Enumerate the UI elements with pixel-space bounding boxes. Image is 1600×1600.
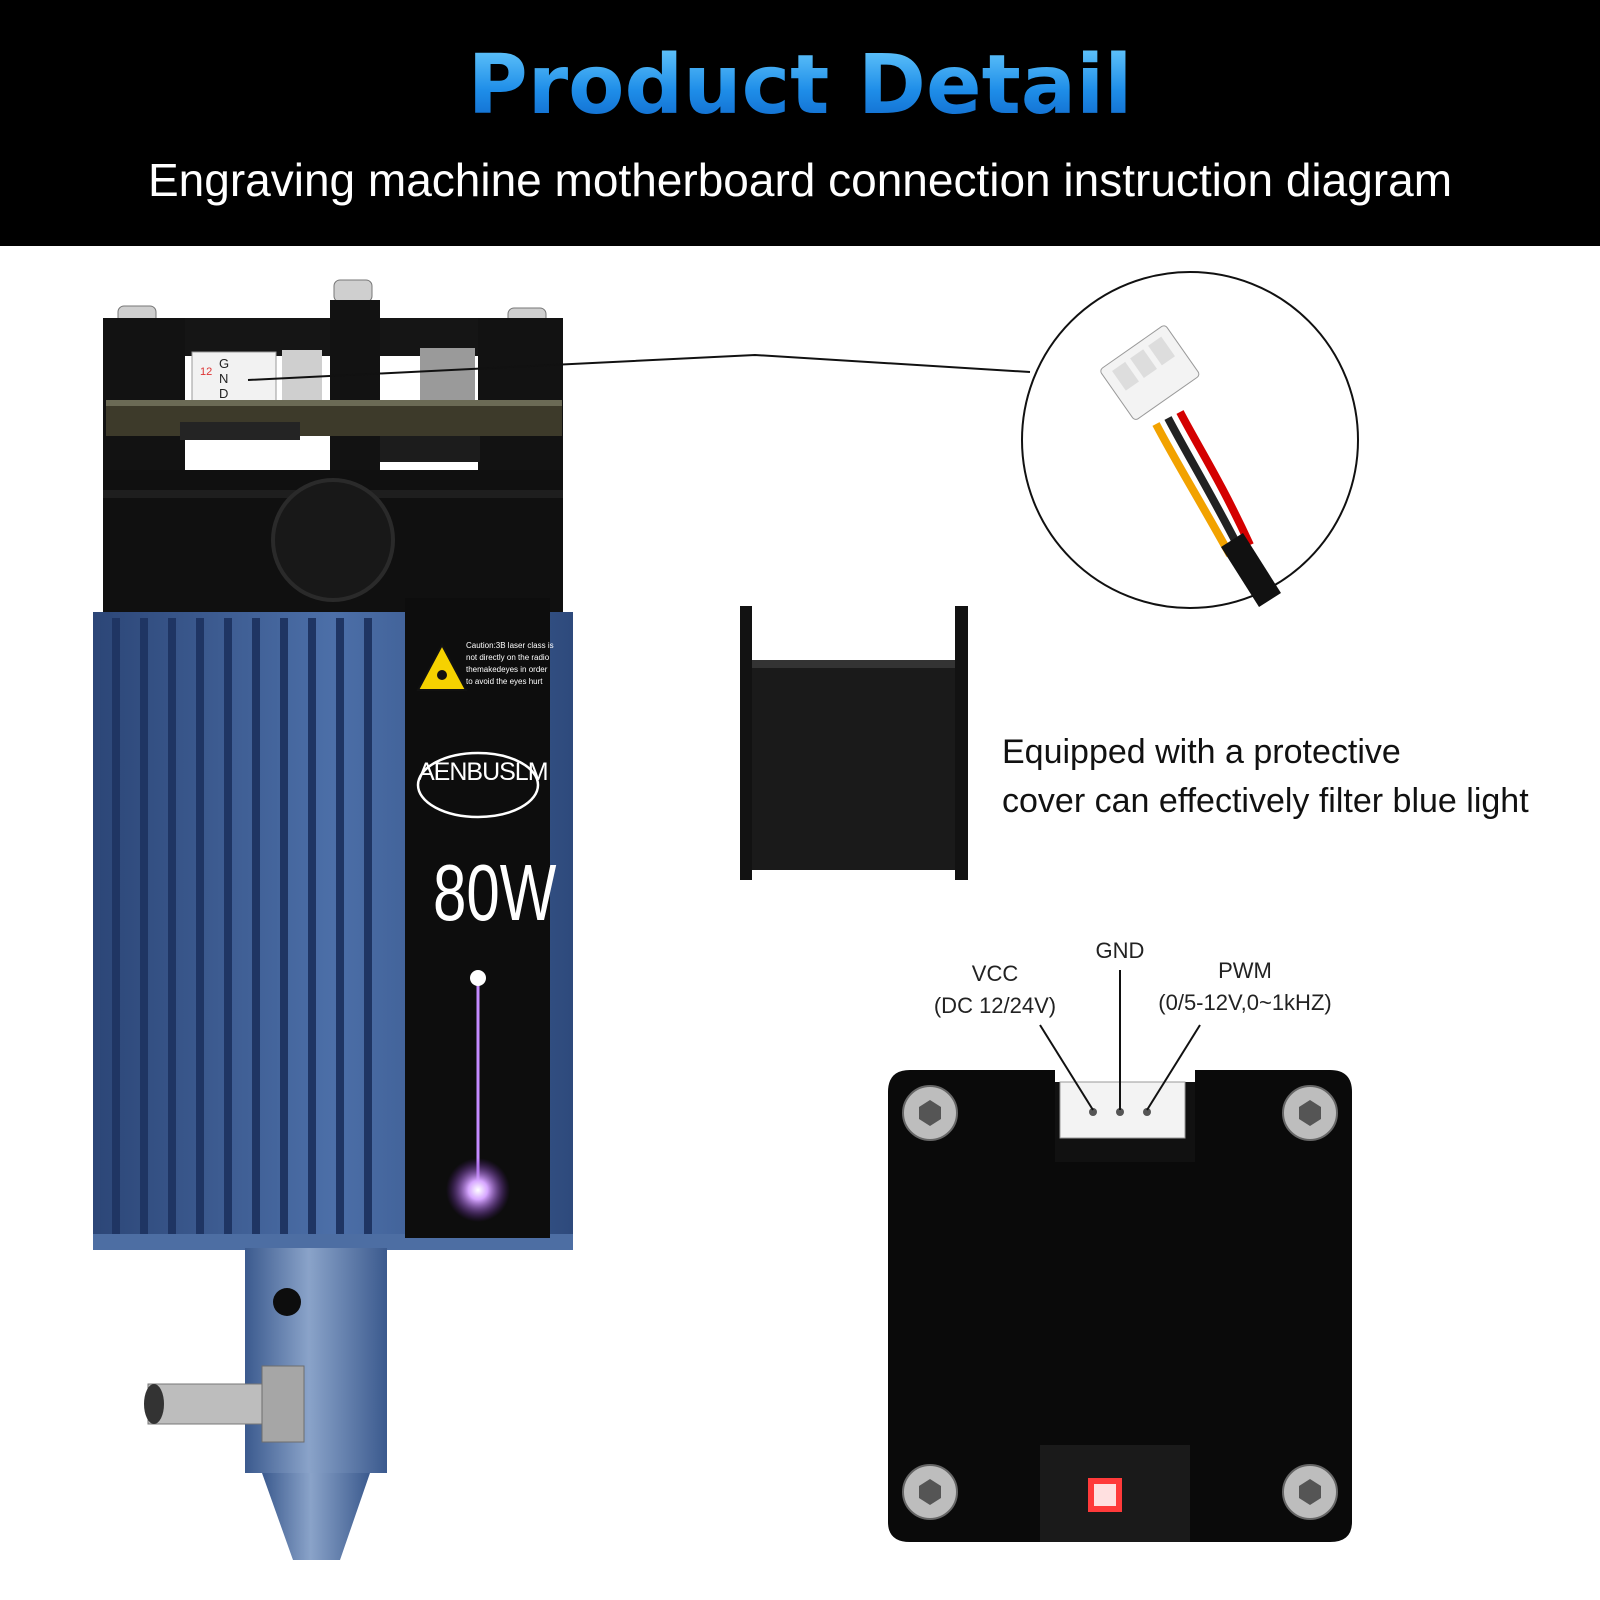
vcc-label: VCC <box>971 961 1019 986</box>
nozzle-tip <box>262 1473 370 1560</box>
cable-zoom-circle <box>1021 271 1359 609</box>
gnd-label-group: GND <box>1070 935 1170 967</box>
protective-cover <box>740 606 968 880</box>
power-rating: 80W <box>433 848 557 937</box>
pwm-label-group: PWM (0/5-12V,0~1kHZ) <box>1130 955 1360 1019</box>
svg-text:12: 12 <box>200 366 212 378</box>
laser-warning-icon <box>416 642 468 691</box>
svg-text:D: D <box>219 386 228 401</box>
vcc-spec: (DC 12/24V) <box>933 993 1057 1018</box>
page-subtitle: Engraving machine motherboard connection… <box>147 154 1453 206</box>
heatsink-fins <box>112 618 372 1236</box>
svg-text:G: G <box>219 356 229 371</box>
pwm-label: PWM <box>1218 958 1272 983</box>
page-title: Product Detail <box>0 38 1600 134</box>
brand-oval <box>416 751 540 819</box>
cover-caption: Equipped with a protective cover can eff… <box>1002 728 1592 826</box>
air-nozzle-fitting <box>144 1365 305 1443</box>
vcc-leader <box>1039 1024 1094 1111</box>
cover-caption-line2: cover can effectively filter blue light <box>1002 782 1529 820</box>
gnd-label: GND <box>1095 938 1145 963</box>
laser-module: 12 G N D <box>93 279 573 1560</box>
brand-logo-text: AENBUSLM <box>418 758 549 786</box>
driver-board <box>888 970 1352 1542</box>
pwm-leader <box>1146 1024 1201 1111</box>
cover-caption-line1: Equipped with a protective <box>1002 733 1401 771</box>
pwm-spec: (0/5-12V,0~1kHZ) <box>1158 990 1332 1015</box>
callout-line <box>247 353 1031 381</box>
vcc-label-group: VCC (DC 12/24V) <box>910 958 1080 1022</box>
header-banner: Product Detail Engraving machine motherb… <box>0 0 1600 246</box>
svg-text:N: N <box>219 371 228 386</box>
caution-text: Caution:3B laser class is not directly o… <box>466 641 554 686</box>
